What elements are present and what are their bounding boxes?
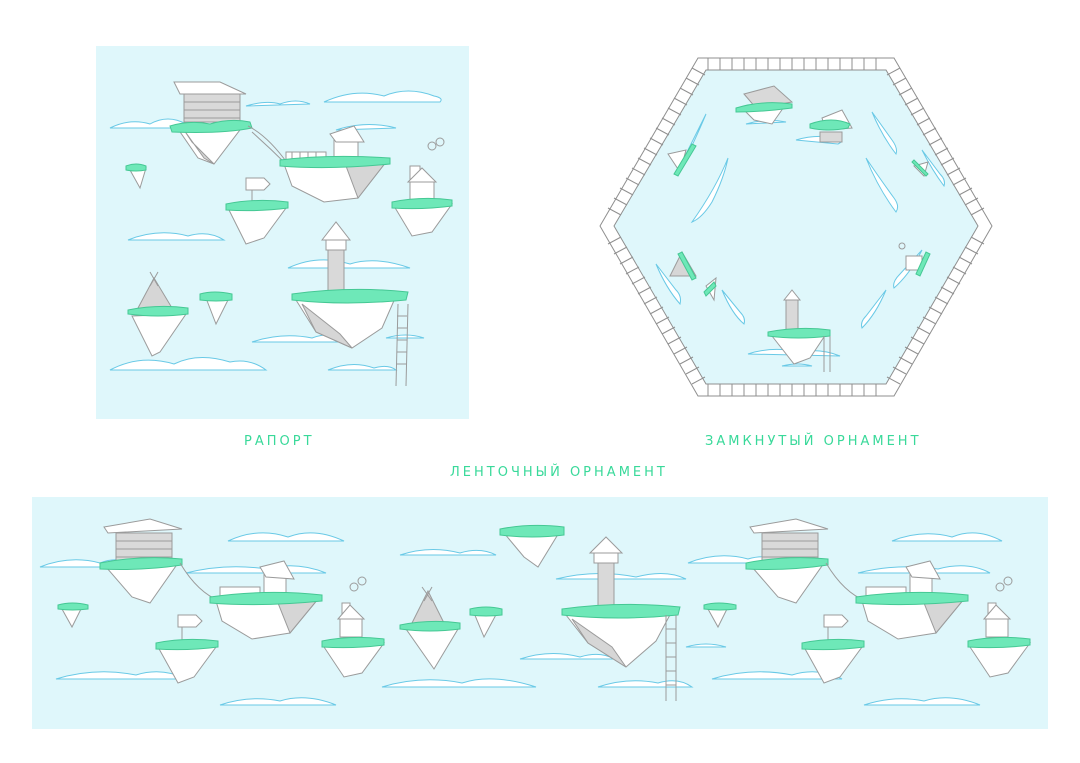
cloud — [327, 364, 398, 371]
ribbon-stilt-house-island — [99, 518, 221, 604]
rope-bridge — [247, 125, 289, 165]
small-rock-island — [125, 163, 147, 190]
ribbon-cabin-island — [209, 560, 323, 640]
hex-house-island — [898, 242, 931, 277]
ribbon-chimney-house-island — [321, 576, 386, 678]
ribbon-lighthouse-island — [561, 536, 681, 701]
ribbon-cabin-island — [855, 560, 969, 640]
rapport-panel — [96, 46, 469, 419]
ribbon-small-rock-island — [57, 602, 89, 629]
ribbon-signpost-island — [801, 614, 865, 684]
ribbon-ornament-panel — [32, 497, 1048, 729]
teepee-island — [127, 271, 189, 357]
cloud — [109, 357, 268, 371]
ribbon-signpost-island — [155, 614, 219, 684]
signpost-island — [225, 177, 289, 245]
hex-cabin-island — [809, 109, 853, 143]
hex-stilt-house-island — [735, 85, 794, 125]
ribbon-small-rock-island — [703, 602, 737, 629]
cloud — [245, 100, 311, 107]
cloud — [127, 232, 226, 241]
hex-signpost-island — [667, 143, 697, 177]
stilt-house-island — [169, 81, 253, 165]
closed-ornament-hexagon — [599, 57, 993, 397]
lighthouse-island — [291, 221, 409, 387]
cloud — [385, 334, 425, 339]
hex-lighthouse-island — [767, 289, 831, 372]
caption-rapport: Рапорт — [244, 434, 315, 449]
ribbon-illustration — [39, 518, 1032, 706]
caption-closed-ornament: Замкнутый орнамент — [705, 434, 922, 449]
small-rock-island — [199, 291, 233, 326]
ribbon-stilt-house-island — [745, 518, 867, 604]
chimney-house-island — [391, 137, 453, 237]
caption-ribbon-ornament: Ленточный орнамент — [450, 465, 668, 480]
ribbon-teepee-island — [399, 586, 461, 670]
rapport-illustration — [109, 81, 453, 387]
hex-chimney-house-island — [911, 159, 929, 177]
ribbon-small-rock-island — [469, 606, 503, 639]
hex-teepee-island — [669, 250, 717, 302]
cloud — [287, 259, 411, 269]
ribbon-chimney-house-island — [967, 576, 1032, 678]
cabin-island — [279, 125, 391, 203]
ribbon-floating-rock-island — [499, 524, 565, 568]
cloud — [323, 90, 442, 103]
